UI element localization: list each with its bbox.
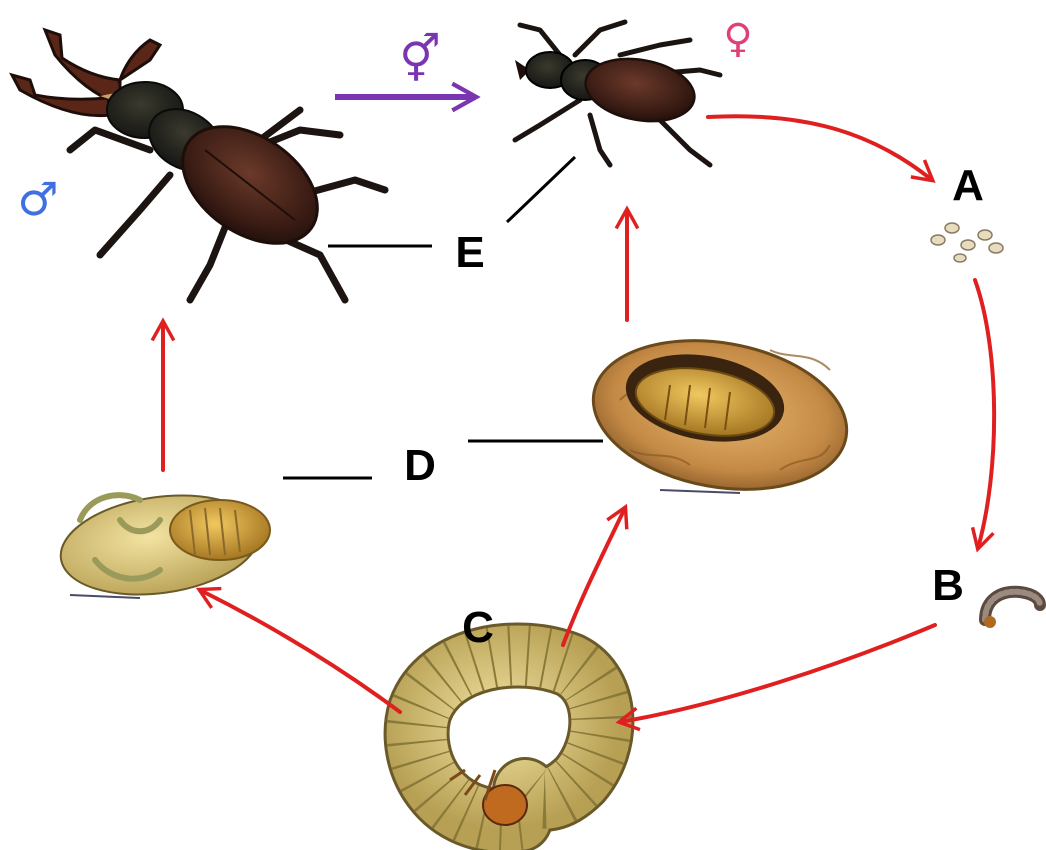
pupa-left-icon — [54, 484, 270, 607]
leader-line-e-right — [507, 157, 575, 222]
arrow-young-larva-to-larva — [620, 625, 935, 722]
label-e: E — [455, 228, 484, 277]
small-larva-icon — [984, 592, 1040, 628]
label-d: D — [404, 441, 436, 490]
male-symbol: ♂ — [17, 172, 58, 226]
label-c: C — [462, 603, 494, 652]
arrow-female-to-eggs — [708, 116, 932, 180]
female-stag-beetle-icon — [515, 22, 720, 165]
female-symbol: ♀ — [723, 16, 752, 62]
label-b: B — [932, 561, 964, 610]
larva-icon — [417, 655, 602, 825]
arrow-eggs-to-young-larva — [975, 280, 994, 548]
eggs-icon — [931, 223, 1003, 262]
pupa-cocoon-icon — [581, 322, 858, 508]
label-a: A — [952, 161, 984, 210]
arrow-larva-to-pupa-left — [200, 590, 400, 712]
male-stag-beetle-icon — [12, 30, 385, 300]
arrow-larva-to-pupa-cocoon — [563, 508, 625, 645]
mating-arrow: ⚥ — [335, 32, 475, 97]
mating-symbol: ⚥ — [399, 32, 441, 86]
